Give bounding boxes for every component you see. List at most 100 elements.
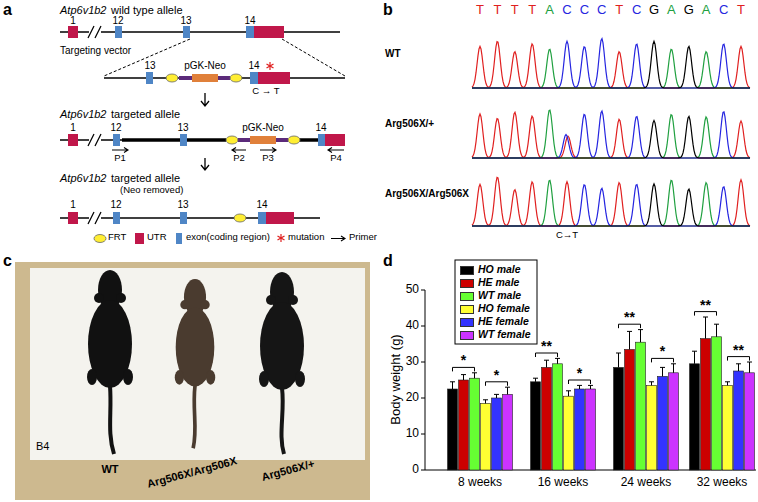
drawn-ellipse xyxy=(87,369,97,385)
drawn-rect xyxy=(180,212,187,224)
sequence-base: C xyxy=(580,3,589,18)
drawn-rect xyxy=(192,74,218,82)
sequence-base: A xyxy=(545,3,554,18)
exon-number: 1 xyxy=(70,199,76,211)
significance-mark: * xyxy=(577,365,582,381)
photo-tag: B4 xyxy=(36,440,49,453)
drawn-path xyxy=(736,364,741,371)
legend-text: WT female xyxy=(478,328,531,340)
exon-number: 1 xyxy=(70,15,76,27)
sequence-base: C xyxy=(632,3,641,18)
mutation-mark xyxy=(267,62,274,70)
drawn-ellipse xyxy=(116,293,126,303)
drawn-path xyxy=(472,177,750,226)
drawn-rect xyxy=(690,364,700,470)
drawn-path xyxy=(660,367,665,376)
drawn-line xyxy=(267,64,274,68)
drawn-line xyxy=(282,39,345,76)
drawn-rect xyxy=(647,385,657,470)
drawn-path xyxy=(472,117,750,159)
drawn-path xyxy=(281,388,284,454)
drawn-rect xyxy=(68,212,78,224)
drawn-rect xyxy=(481,403,491,470)
drawn-rect xyxy=(614,367,624,470)
drawn-line xyxy=(95,26,101,38)
drawn-ellipse xyxy=(266,295,276,305)
drawn-rect xyxy=(459,380,469,470)
frt-sample xyxy=(94,235,106,243)
drawn-line xyxy=(267,64,274,68)
panel-letter: b xyxy=(383,1,393,19)
drawn-rect xyxy=(745,373,755,470)
drawn-rect xyxy=(712,337,722,470)
drawn-path xyxy=(472,110,750,158)
drawn-rect xyxy=(723,385,733,470)
drawn-line xyxy=(278,236,285,240)
drawn-path xyxy=(472,42,750,88)
drawn-path xyxy=(232,148,246,153)
legend-text: UTR xyxy=(147,232,167,243)
sequence-base: A xyxy=(667,3,676,18)
genotype-name: Arg506X/Arg506X xyxy=(385,188,469,200)
significance-mark: ** xyxy=(541,338,552,354)
axis-label: 8 weeks xyxy=(458,476,502,490)
cassette-name: pGK-Neo xyxy=(242,122,284,134)
panel-letter: a xyxy=(3,1,12,19)
legend-swatch xyxy=(460,292,474,301)
drawn-line xyxy=(421,362,425,363)
drawn-line xyxy=(238,138,250,142)
primer-arrows xyxy=(112,148,344,153)
significance-mark: ** xyxy=(624,309,635,325)
sequence-base: G xyxy=(684,3,694,18)
drawn-path xyxy=(472,184,750,226)
exon-number: 14 xyxy=(315,122,326,134)
significance-mark: * xyxy=(461,352,466,368)
drawn-line xyxy=(276,138,288,142)
drawn-ellipse xyxy=(201,300,210,309)
drawn-line xyxy=(122,138,226,142)
drawn-line xyxy=(179,76,192,80)
drawn-rect xyxy=(180,134,187,146)
drawn-rect xyxy=(492,398,502,470)
gene-name: Atp6v1b2 xyxy=(60,108,106,121)
drawn-rect xyxy=(146,72,153,84)
sequence-base: T xyxy=(737,3,745,18)
photo-ground xyxy=(15,262,370,500)
drawn-ellipse xyxy=(288,136,300,144)
mouse-wt xyxy=(87,270,133,454)
drawn-rect xyxy=(658,376,668,470)
primer-sample xyxy=(331,236,345,241)
exon-number: 13 xyxy=(144,60,155,72)
drawn-rect xyxy=(531,382,541,470)
genotype-name: Arg506X/+ xyxy=(385,118,434,130)
drawn-path xyxy=(544,360,549,367)
legend-text: mutation xyxy=(288,232,324,243)
drawn-path xyxy=(472,49,750,88)
axis-title: Body weight (g) xyxy=(389,334,404,424)
significance-mark: ** xyxy=(700,297,711,313)
gene-name: Atp6v1b2 xyxy=(60,4,106,17)
drawn-rect xyxy=(258,212,266,224)
legend-text: FRT xyxy=(108,232,126,243)
sequence-base: C xyxy=(562,3,571,18)
drawn-rect xyxy=(250,72,258,84)
drawn-rect xyxy=(625,349,635,470)
drawn-rect xyxy=(258,72,290,84)
drawn-line xyxy=(88,26,94,38)
drawn-path xyxy=(533,378,538,382)
drawn-line xyxy=(88,134,94,146)
significance-mark: * xyxy=(660,343,665,359)
drawn-rect xyxy=(503,394,513,470)
drawn-rect xyxy=(586,389,596,470)
sequence-base: T xyxy=(511,3,519,18)
mutation-sample xyxy=(278,234,285,242)
wild-type-allele xyxy=(60,26,345,76)
drawn-path xyxy=(555,358,560,363)
axis-label: 32 weeks xyxy=(697,476,748,490)
drawn-path xyxy=(505,387,510,394)
exon-number: 13 xyxy=(177,122,188,134)
drawn-path xyxy=(472,185,750,226)
drawn-rect xyxy=(542,367,552,470)
